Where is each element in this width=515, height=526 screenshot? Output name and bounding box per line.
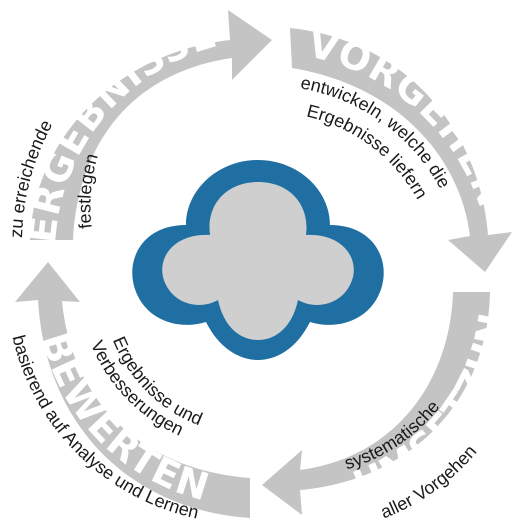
arrow-umsetzung-to-bewerten bbox=[262, 292, 490, 515]
center-fill bbox=[162, 182, 354, 340]
arrow-bewerten-to-ergebnisse bbox=[15, 262, 250, 518]
arrow-ergebnisse-to-vorgehen bbox=[30, 10, 272, 240]
center-trefoil-emblem bbox=[132, 160, 384, 360]
arrow-vorgehen-to-umsetzung bbox=[290, 28, 512, 272]
